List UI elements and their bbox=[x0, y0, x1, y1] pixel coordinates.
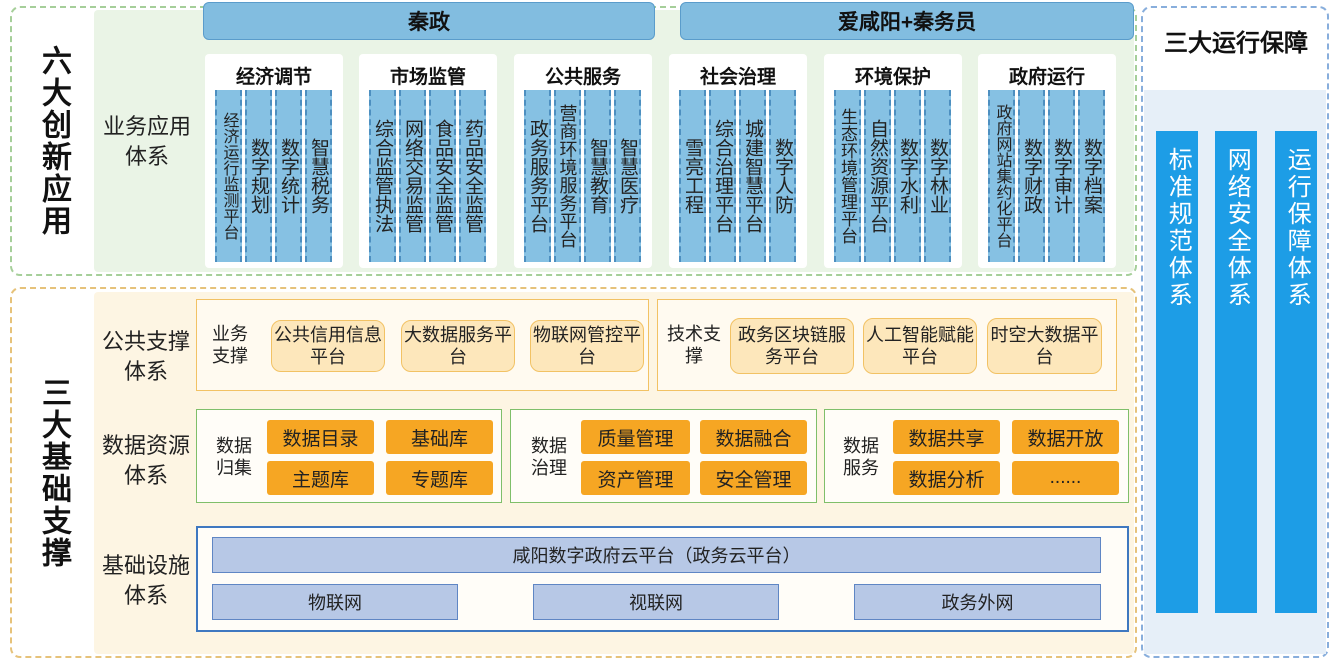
app-item: 智慧医疗 bbox=[614, 90, 641, 262]
operations-title: 三大运行保障 bbox=[1164, 29, 1308, 57]
category-title: 经济调节 bbox=[235, 67, 312, 88]
category-card-public-service: 公共服务 政务服务平台 营商环境服务平台 智慧教育 智慧医疗 bbox=[514, 54, 652, 268]
foundation-side-panel: 三大基础支撑 bbox=[14, 292, 92, 654]
technical-support-label: 技术支撑 bbox=[667, 324, 721, 366]
category-title: 社会治理 bbox=[699, 67, 776, 88]
app-item: 综合监管执法 bbox=[369, 90, 396, 262]
iot-control-platform: 物联网管控平台 bbox=[530, 320, 644, 372]
data-resource-system-label: 数据资源体系 bbox=[101, 433, 190, 488]
credit-info-platform: 公共信用信息平台 bbox=[271, 320, 385, 372]
app-item: 生态环境管理平台 bbox=[834, 90, 861, 262]
foundation-section-frame bbox=[10, 287, 1137, 658]
category-title: 市场监管 bbox=[389, 67, 466, 88]
category-card-economy: 经济调节 经济运行监测平台 数字规划 数字统计 智慧税务 bbox=[205, 54, 343, 268]
video-network-box: 视联网 bbox=[533, 584, 779, 620]
app-item: 数字统计 bbox=[275, 90, 302, 262]
app-item: 网络交易监管 bbox=[399, 90, 426, 262]
app-item: 经济运行监测平台 bbox=[215, 90, 242, 262]
business-application-system-label: 业务应用体系 bbox=[102, 114, 191, 169]
category-title: 公共服务 bbox=[544, 67, 621, 88]
app-item: 智慧教育 bbox=[584, 90, 611, 262]
app-item: 数字人防 bbox=[769, 90, 796, 262]
standards-system-bar: 标准规范体系 bbox=[1156, 131, 1198, 613]
business-support-label: 业务支撑 bbox=[212, 324, 248, 366]
operation-guarantee-system-bar: 运行保障体系 bbox=[1275, 131, 1317, 613]
category-title: 政府运行 bbox=[1008, 67, 1085, 88]
data-fusion-box: 数据融合 bbox=[700, 420, 807, 454]
category-card-environment: 环境保护 生态环境管理平台 自然资源平台 数字水利 数字林业 bbox=[824, 54, 962, 268]
app-item: 数字林业 bbox=[924, 90, 951, 262]
category-card-social-governance: 社会治理 雪亮工程 综合治理平台 城建智慧平台 数字人防 bbox=[669, 54, 807, 268]
app-item: 数字档案 bbox=[1078, 90, 1105, 262]
category-card-market: 市场监管 综合监管执法 网络交易监管 食品安全监管 药品安全监管 bbox=[359, 54, 497, 268]
app-item: 数字审计 bbox=[1048, 90, 1075, 262]
app-item: 数字水利 bbox=[894, 90, 921, 262]
app-item: 雪亮工程 bbox=[679, 90, 706, 262]
base-library-box: 基础库 bbox=[386, 420, 493, 454]
app-item: 食品安全监管 bbox=[429, 90, 456, 262]
data-sharing-box: 数据共享 bbox=[893, 420, 1000, 454]
innovation-side-panel: 六大创新应用 bbox=[14, 10, 92, 272]
innovation-title: 六大创新应用 bbox=[37, 45, 70, 237]
category-card-government-operation: 政府运行 政府网站集约化平台 数字财政 数字审计 数字档案 bbox=[978, 54, 1116, 268]
blockchain-service-platform: 政务区块链服务平台 bbox=[730, 318, 854, 374]
app-item: 自然资源平台 bbox=[864, 90, 891, 262]
network-security-system-bar: 网络安全体系 bbox=[1215, 131, 1257, 613]
government-cloud-platform: 咸阳数字政府云平台（政务云平台） bbox=[212, 537, 1101, 573]
data-opening-box: 数据开放 bbox=[1012, 420, 1119, 454]
quality-management-box: 质量管理 bbox=[581, 420, 690, 454]
spatiotemporal-data-platform: 时空大数据平台 bbox=[987, 318, 1102, 374]
banner-qinzheng: 秦政 bbox=[203, 2, 655, 40]
more-ellipsis-box: ...... bbox=[1012, 461, 1119, 495]
data-catalog-box: 数据目录 bbox=[267, 420, 374, 454]
operations-section-frame bbox=[1141, 6, 1329, 658]
app-item: 政务服务平台 bbox=[524, 90, 551, 262]
data-service-label: 数据服务 bbox=[843, 436, 879, 478]
data-analysis-box: 数据分析 bbox=[893, 461, 1000, 495]
theme-library-box: 主题库 bbox=[267, 461, 374, 495]
data-governance-label: 数据治理 bbox=[531, 436, 567, 478]
app-item: 智慧税务 bbox=[305, 90, 332, 262]
app-item: 数字规划 bbox=[245, 90, 272, 262]
gov-extranet-box: 政务外网 bbox=[854, 584, 1101, 620]
app-item: 城建智慧平台 bbox=[739, 90, 766, 262]
app-item: 综合治理平台 bbox=[709, 90, 736, 262]
public-support-system-label: 公共支撑体系 bbox=[101, 329, 190, 384]
app-item: 营商环境服务平台 bbox=[554, 90, 581, 262]
infrastructure-system-label: 基础设施体系 bbox=[101, 553, 190, 608]
category-title: 环境保护 bbox=[854, 67, 931, 88]
app-item: 药品安全监管 bbox=[459, 90, 486, 262]
big-data-service-platform: 大数据服务平台 bbox=[401, 320, 515, 372]
app-item: 数字财政 bbox=[1018, 90, 1045, 262]
ai-enablement-platform: 人工智能赋能平台 bbox=[863, 318, 977, 374]
data-collection-label: 数据归集 bbox=[216, 436, 252, 478]
asset-management-box: 资产管理 bbox=[581, 461, 690, 495]
foundation-title: 三大基础支撑 bbox=[37, 377, 70, 569]
app-item: 政府网站集约化平台 bbox=[988, 90, 1015, 262]
iot-network-box: 物联网 bbox=[212, 584, 458, 620]
special-library-box: 专题库 bbox=[386, 461, 493, 495]
security-management-box: 安全管理 bbox=[700, 461, 807, 495]
banner-ai-xianyang: 爱咸阳+秦务员 bbox=[680, 2, 1134, 40]
